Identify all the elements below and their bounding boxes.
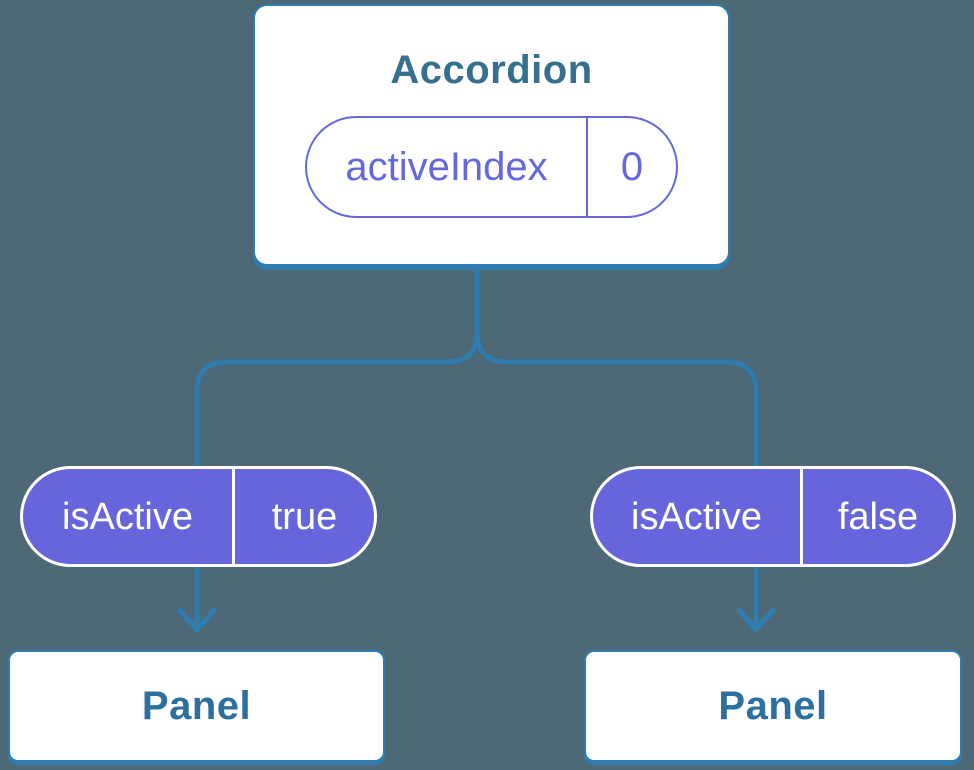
arrow-down-left <box>177 560 217 633</box>
prop-pill-left: isActive true <box>20 466 377 567</box>
pill-divider <box>800 469 803 564</box>
prop-pill-right: isActive false <box>590 466 956 567</box>
state-name: activeIndex <box>345 145 548 189</box>
arrow-down-right <box>736 560 776 633</box>
prop-name: isActive <box>631 495 762 538</box>
pill-divider <box>586 118 588 216</box>
state-value: 0 <box>620 145 644 189</box>
branch-line-right <box>474 264 759 560</box>
accordion-card: Accordion activeIndex 0 <box>253 4 730 266</box>
panel-card-left: Panel <box>8 650 385 762</box>
prop-value: false <box>837 495 919 538</box>
branch-line-left <box>194 264 480 560</box>
accordion-title: Accordion <box>390 48 593 92</box>
pill-divider <box>232 469 235 564</box>
panel-label: Panel <box>718 684 828 728</box>
prop-value: true <box>271 495 338 538</box>
state-pill: activeIndex 0 <box>305 116 678 218</box>
panel-label: Panel <box>141 684 252 728</box>
panel-card-right: Panel <box>584 650 962 762</box>
prop-name: isActive <box>62 495 193 538</box>
